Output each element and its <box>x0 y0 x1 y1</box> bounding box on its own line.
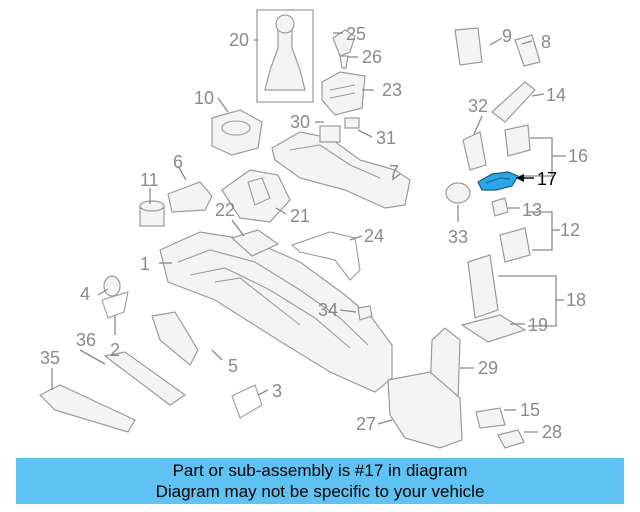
callout-24: 24 <box>364 226 384 246</box>
callout-9: 9 <box>502 26 512 46</box>
clip-13-part <box>491 197 509 217</box>
callout-14: 14 <box>546 85 566 105</box>
callout-20: 20 <box>229 30 249 50</box>
callout-21: 21 <box>290 206 310 226</box>
screw-34-part <box>357 305 373 321</box>
bracket-24-part <box>290 231 361 281</box>
highlight-arrow <box>516 174 534 182</box>
housing-18-part <box>467 254 499 319</box>
callout-12: 12 <box>560 220 580 240</box>
shift-knob-part <box>332 29 356 69</box>
trim-14-part <box>491 81 536 123</box>
panel-16-part <box>504 124 531 157</box>
callout-26: 26 <box>362 47 382 67</box>
callout-11: 11 <box>140 170 159 190</box>
plate-22-part <box>230 229 280 257</box>
callout-23: 23 <box>382 80 402 100</box>
highlighted-part-17[interactable] <box>477 171 519 191</box>
cup-holder-part <box>211 109 263 156</box>
callout-28: 28 <box>542 422 562 442</box>
callout-3: 3 <box>272 381 282 401</box>
trim-36-part <box>103 351 187 406</box>
bracket-8-part <box>514 34 541 67</box>
console-body-part <box>159 231 393 393</box>
callout-36: 36 <box>76 330 96 350</box>
callout-10: 10 <box>194 88 214 108</box>
banner-line-2: Diagram may not be specific to your vehi… <box>155 482 485 501</box>
button-4-part <box>103 275 121 297</box>
rail-35-part <box>38 384 136 433</box>
callout-18: 18 <box>566 290 586 310</box>
knob-11-part <box>139 200 165 227</box>
rear-box-27-part <box>387 371 463 449</box>
callout-27: 27 <box>356 414 376 434</box>
callout-5: 5 <box>228 356 238 376</box>
callout-25: 25 <box>346 24 366 44</box>
parts-diagram: 1 2 3 4 5 6 7 8 9 10 11 12 13 14 15 16 1… <box>38 9 588 449</box>
shift-knob-boot-box <box>256 9 314 103</box>
clip-2-part <box>101 291 129 319</box>
callout-6: 6 <box>173 152 183 172</box>
socket-33-part <box>445 182 471 204</box>
clip-28-part <box>497 429 525 449</box>
callout-2: 2 <box>110 340 120 360</box>
callout-33: 33 <box>448 227 468 247</box>
callout-15: 15 <box>520 400 540 420</box>
callout-22: 22 <box>215 200 235 220</box>
callout-30: 30 <box>290 112 310 132</box>
pad-15-part <box>475 407 506 429</box>
shifter-assembly-part <box>321 71 366 116</box>
bracket-9-part <box>454 27 483 66</box>
callout-13: 13 <box>522 200 542 220</box>
lighter-32-part <box>462 131 487 171</box>
bracket-3-part <box>231 384 263 419</box>
side-panel-5-part <box>151 311 199 366</box>
leader-lines <box>51 32 566 433</box>
shift-boot-panel-part <box>221 169 291 223</box>
callout-34: 34 <box>318 300 338 320</box>
callout-4: 4 <box>80 284 90 304</box>
panel-12-part <box>499 227 531 263</box>
callout-17-highlighted: 17 <box>537 169 557 189</box>
callout-31: 31 <box>376 128 396 148</box>
banner-line-1: Part or sub-assembly is #17 in diagram <box>172 461 468 480</box>
clip-31-part <box>344 117 360 129</box>
callout-19: 19 <box>528 315 548 335</box>
pad-6-part <box>167 181 213 213</box>
tray-19-part <box>460 314 527 343</box>
callout-35: 35 <box>40 348 60 368</box>
switch-30-part <box>319 125 341 143</box>
callout-16: 16 <box>568 146 588 166</box>
callout-8: 8 <box>541 32 551 52</box>
callout-29: 29 <box>478 358 498 378</box>
callout-7: 7 <box>389 162 399 182</box>
callout-1: 1 <box>140 254 150 274</box>
callout-32: 32 <box>468 96 488 116</box>
info-banner: Part or sub-assembly is #17 in diagram D… <box>16 458 624 504</box>
